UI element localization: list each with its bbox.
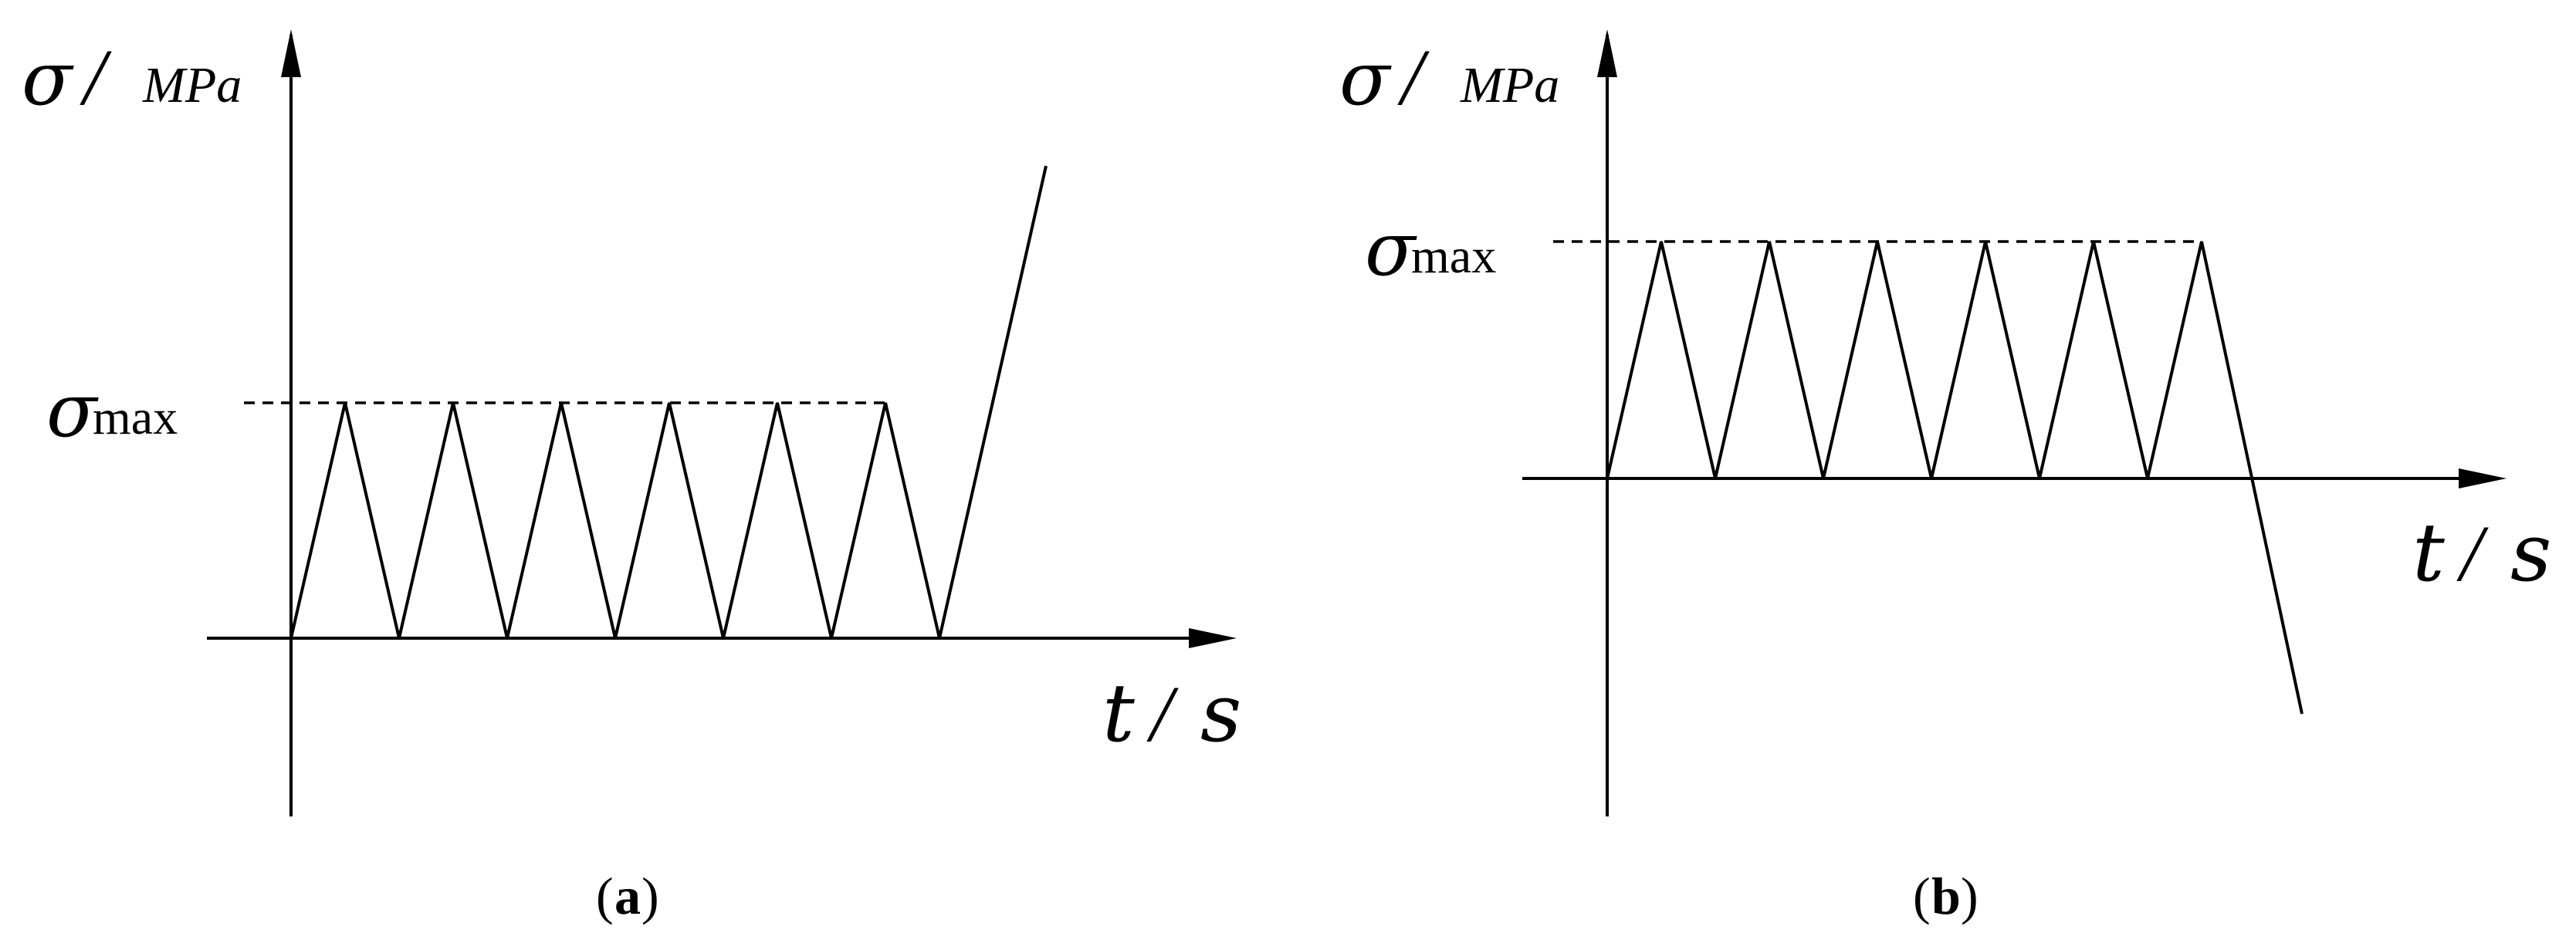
y-axis-arrowhead	[281, 29, 301, 77]
panel-caption: ( b )	[1913, 867, 1979, 925]
y-axis-symbol: σ	[22, 35, 74, 122]
y-axis-unit: MPa	[1460, 57, 1559, 113]
panel-a: σ / MPa t / s σ max ( a )	[22, 29, 1241, 925]
sigma-max-symbol: σ	[46, 367, 99, 454]
y-axis-slash: /	[80, 33, 112, 122]
cyclic-load-waveform	[289, 165, 1048, 639]
x-axis-symbol: t	[1102, 666, 1135, 760]
x-axis-unit: s	[2510, 505, 2551, 600]
x-axis-symbol: t	[2412, 505, 2445, 600]
cyclic-load-waveform	[1606, 241, 2304, 715]
panel-b: σ / MPa t / s σ max ( b )	[1339, 29, 2551, 925]
y-axis-label: σ / MPa	[22, 33, 242, 122]
caption-close-paren: )	[1961, 867, 1979, 925]
sigma-max-label: σ max	[46, 367, 178, 454]
sigma-max-label: σ max	[1365, 206, 1496, 292]
caption-letter: b	[1931, 867, 1961, 925]
x-axis-slash: /	[1146, 670, 1179, 759]
x-axis-label: t / s	[2412, 505, 2551, 600]
sigma-max-suffix: max	[93, 390, 178, 444]
panel-caption: ( a )	[596, 867, 659, 925]
y-axis-label: σ / MPa	[1339, 33, 1559, 122]
caption-letter: a	[614, 867, 641, 925]
sigma-max-suffix: max	[1411, 228, 1496, 283]
x-axis-slash: /	[2456, 509, 2489, 598]
x-axis-label: t / s	[1102, 666, 1241, 760]
sigma-max-symbol: σ	[1365, 206, 1417, 292]
x-axis-arrowhead	[2459, 468, 2507, 488]
x-axis-arrowhead	[1189, 628, 1237, 648]
x-axis-unit: s	[1200, 666, 1241, 760]
caption-open-paren: (	[1913, 867, 1931, 925]
caption-close-paren: )	[641, 867, 659, 925]
caption-open-paren: (	[596, 867, 614, 925]
y-axis-slash: /	[1397, 33, 1430, 122]
y-axis-symbol: σ	[1339, 35, 1392, 122]
y-axis-arrowhead	[1597, 29, 1617, 77]
y-axis-unit: MPa	[142, 57, 242, 113]
